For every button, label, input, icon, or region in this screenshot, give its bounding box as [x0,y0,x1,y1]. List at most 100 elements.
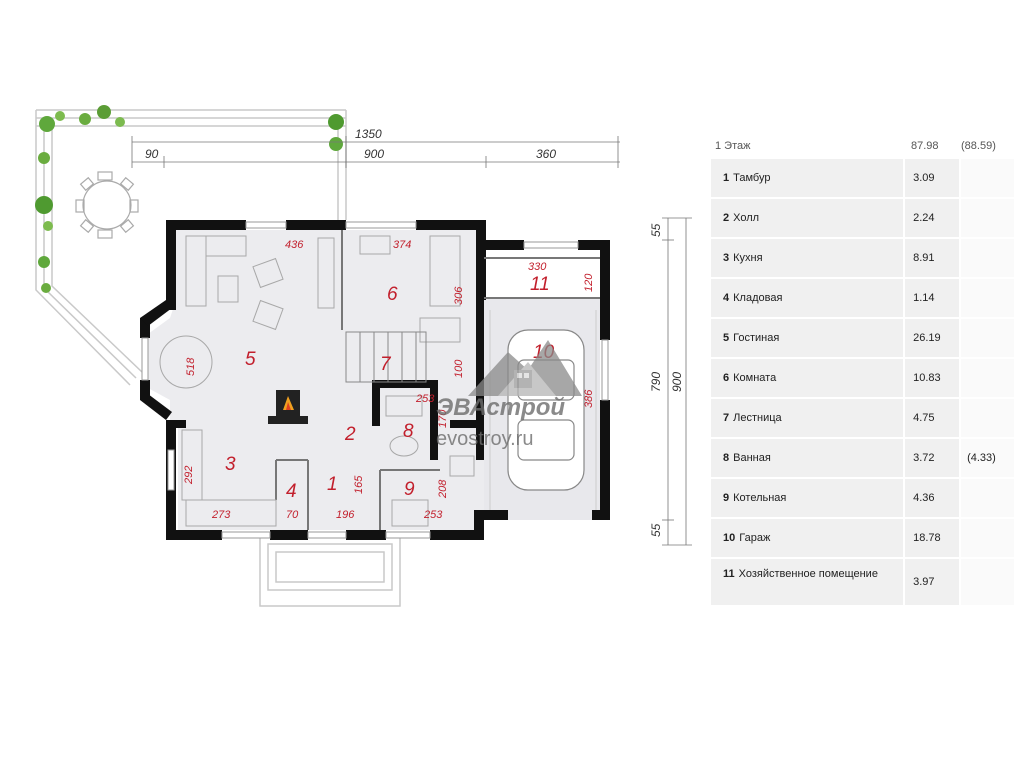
watermark-brand: ЭВАстрой [436,394,565,421]
room-area: 8.91 [903,239,960,277]
room-dim-330: 330 [528,261,547,273]
room-area: 10.83 [903,359,960,397]
room-number-5: 5 [245,349,256,370]
room-number-1: 1 [327,474,338,495]
fireplace-icon [268,390,308,424]
room-name: Лестница [733,412,782,424]
room-number: 6 [723,372,730,384]
room-number: 11 [723,568,735,580]
room-dim-374: 374 [393,239,411,251]
dim-right-bottom: 55 [649,523,663,537]
room-number: 8 [723,452,730,464]
dim-right-mid: 790 [649,372,663,392]
room-name: Ванная [733,452,771,464]
room-area: 3.72 [903,439,960,477]
dim-top-right: 360 [536,147,556,161]
floor-label: 1 Этаж [715,140,751,152]
floor-area-total: (88.59) [961,140,996,152]
room-name: Гараж [739,532,771,544]
room-number-4: 4 [286,481,297,502]
room-area-extra [959,159,1014,197]
room-number: 4 [723,292,730,304]
room-area-extra [959,199,1014,237]
room-number-3: 3 [225,454,236,475]
room-number-6: 6 [387,284,398,305]
room-name: Хозяйственное помещение [738,568,878,580]
room-area-extra [959,359,1014,397]
room-dim-436: 436 [285,239,304,251]
garage-lines [489,310,597,510]
room-area: 2.24 [903,199,960,237]
room-number: 7 [723,412,730,424]
room-number: 3 [723,252,730,264]
room-number: 10 [723,532,736,544]
dim-top-total: 1350 [355,127,382,141]
dim-top-left: 90 [145,147,159,161]
room-name: Кухня [733,252,763,264]
room-dim-70: 70 [286,509,299,521]
room-number: 2 [723,212,730,224]
room-area: 3.09 [903,159,960,197]
room-number-9: 9 [404,479,415,500]
room-area-extra [959,519,1014,557]
room-area-extra [959,279,1014,317]
room-area: 4.36 [903,479,960,517]
room-dim-273: 273 [211,509,231,521]
room-number: 5 [723,332,730,344]
dim-right-top: 55 [649,223,663,237]
watermark-site: evostroy.ru [436,428,533,450]
watermark-logo [468,340,582,396]
room-dim-292: 292 [183,466,195,485]
room-number-11: 11 [530,274,550,295]
dim-right-total: 900 [670,372,684,392]
dimension-lines-top [131,136,620,168]
room-area-extra [959,319,1014,357]
room-area-extra [959,559,1014,605]
room-name: Котельная [733,492,787,504]
room-dim-208: 208 [437,479,449,499]
room-area: 1.14 [903,279,960,317]
room-dim-253-boiler: 253 [423,509,443,521]
room-area: 18.78 [903,519,960,557]
room-dim-165: 165 [353,475,365,494]
room-name: Кладовая [733,292,783,304]
room-area-extra: (4.33) [959,439,1014,477]
plants-icon [35,105,344,293]
room-area: 4.75 [903,399,960,437]
dimension-lines-right [662,217,692,546]
room-area: 26.19 [903,319,960,357]
room-dim-100: 100 [453,359,465,378]
room-dim-518: 518 [185,357,197,376]
room-name: Холл [733,212,760,224]
room-name: Гостиная [733,332,780,344]
windows [141,221,609,539]
room-number-8: 8 [403,421,414,442]
room-area: 3.97 [903,559,960,605]
furniture [159,235,475,527]
entrance-porch [259,535,401,607]
room-name: Тамбур [733,172,771,184]
room-number: 1 [723,172,730,184]
room-number-7: 7 [380,354,392,375]
room-number: 9 [723,492,730,504]
